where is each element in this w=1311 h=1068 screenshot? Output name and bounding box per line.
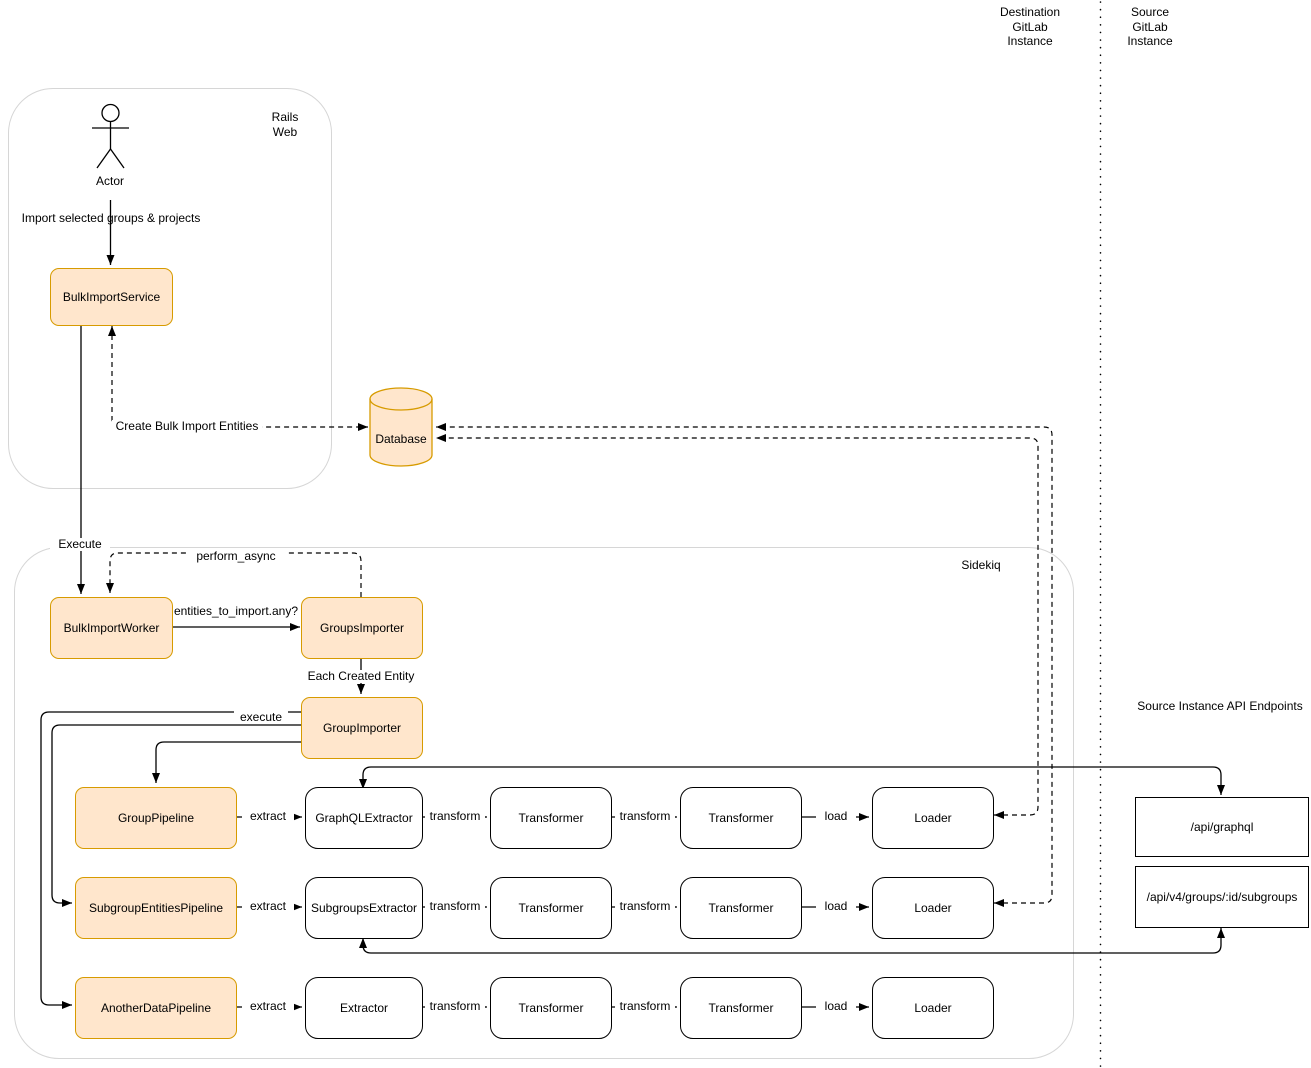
node-api-subgroups: /api/v4/groups/:id/subgroups bbox=[1135, 866, 1309, 928]
sidekiq-label: Sidekiq bbox=[961, 558, 1001, 572]
node-graphql-extractor: GraphQLExtractor bbox=[305, 787, 423, 849]
edge-label-create-entities: Create Bulk Import Entities bbox=[112, 420, 262, 433]
edge-label-load-3: load bbox=[816, 1000, 856, 1013]
api-endpoints-heading: Source Instance API Endpoints bbox=[1137, 699, 1303, 713]
actor-label: Actor bbox=[95, 174, 124, 188]
edge-label-transform-3a: transform bbox=[425, 1000, 485, 1013]
edge-label-import-selected: Import selected groups & projects bbox=[21, 211, 201, 225]
node-another-data-pipeline: AnotherDataPipeline bbox=[75, 977, 237, 1039]
edge-label-execute-pipeline: execute bbox=[234, 711, 288, 724]
edge-label-transform-2a: transform bbox=[425, 900, 485, 913]
actor-icon bbox=[92, 103, 129, 169]
node-group-pipeline: GroupPipeline bbox=[75, 787, 237, 849]
node-bulk-import-service: BulkImportService bbox=[50, 268, 173, 326]
node-api-graphql: /api/graphql bbox=[1135, 797, 1309, 857]
node-extractor: Extractor bbox=[305, 977, 423, 1039]
node-transformer-1a: Transformer bbox=[490, 787, 612, 849]
rails-web-label: Rails Web bbox=[271, 110, 299, 139]
edge-label-load-1: load bbox=[816, 810, 856, 823]
database-cylinder-icon bbox=[369, 387, 433, 467]
edge-label-transform-2b: transform bbox=[615, 900, 675, 913]
node-database-label: Database bbox=[375, 432, 427, 446]
edge-label-transform-1b: transform bbox=[615, 810, 675, 823]
edge-label-each-created-entity: Each Created Entity bbox=[306, 669, 416, 683]
node-loader-1: Loader bbox=[872, 787, 994, 849]
node-transformer-1b: Transformer bbox=[680, 787, 802, 849]
edge-label-entities-any: entities_to_import.any? bbox=[173, 604, 299, 618]
edge-label-transform-1a: transform bbox=[425, 810, 485, 823]
edge-label-perform-async: perform_async bbox=[186, 550, 286, 563]
node-loader-2: Loader bbox=[872, 877, 994, 939]
rails-web-container bbox=[8, 88, 332, 489]
node-bulk-import-worker: BulkImportWorker bbox=[50, 597, 173, 659]
edge-execute-grouppipeline bbox=[152, 741, 301, 783]
node-transformer-3b: Transformer bbox=[680, 977, 802, 1039]
edge-label-extract-2: extract bbox=[242, 900, 294, 913]
node-transformer-2a: Transformer bbox=[490, 877, 612, 939]
destination-instance-label: Destination GitLab Instance bbox=[999, 5, 1061, 48]
edge-label-transform-3b: transform bbox=[615, 1000, 675, 1013]
edge-create-bulk-import-entities bbox=[108, 326, 368, 431]
edge-label-extract-1: extract bbox=[242, 810, 294, 823]
edge-loader1-database bbox=[436, 434, 1039, 819]
edge-label-execute: Execute bbox=[50, 538, 110, 551]
edge-label-load-2: load bbox=[816, 900, 856, 913]
node-loader-3: Loader bbox=[872, 977, 994, 1039]
node-subgroup-entities-pipeline: SubgroupEntitiesPipeline bbox=[75, 877, 237, 939]
edge-execute-anotherpipeline bbox=[40, 711, 301, 1009]
node-transformer-3a: Transformer bbox=[490, 977, 612, 1039]
node-subgroups-extractor: SubgroupsExtractor bbox=[305, 877, 423, 939]
source-instance-label: Source GitLab Instance bbox=[1127, 5, 1173, 48]
node-transformer-2b: Transformer bbox=[680, 877, 802, 939]
edge-loader2-database bbox=[436, 423, 1053, 907]
node-group-importer: GroupImporter bbox=[301, 697, 423, 759]
edge-label-extract-3: extract bbox=[242, 1000, 294, 1013]
edge-execute-subgrouppipeline bbox=[51, 724, 301, 907]
edge-subgroupsextractor-api-subgroups bbox=[359, 928, 1225, 954]
node-groups-importer: GroupsImporter bbox=[301, 597, 423, 659]
